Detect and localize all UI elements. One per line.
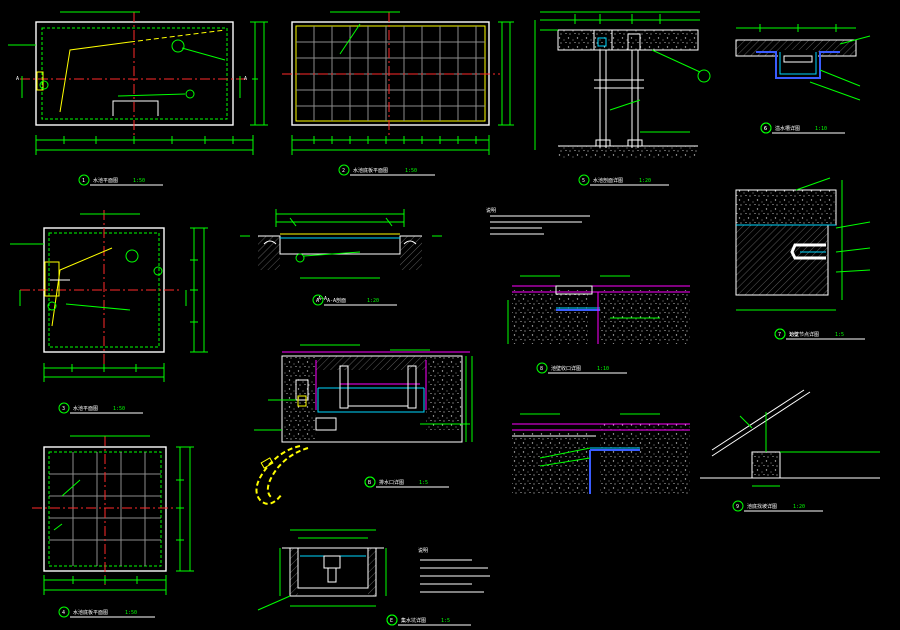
detail-callout-circle [78,174,90,186]
detail-4-dimensions [43,446,194,595]
detail-5-section [534,11,711,158]
detail-title-dAA: A A-A剖面 1:20 [312,294,397,306]
detail-title-text: 水池平面图 [93,177,118,184]
detail-number: 9 [736,504,739,510]
detail-titles: 1 水池平面图 1:50 2 水池底板平面图 1:50 3 水池平面图 1:50 4 水池底板平面图… [58,122,865,626]
detail-title-d3: 3 水池平面图 1:50 [58,402,143,414]
detail-callout-circle [732,500,744,512]
detail-number: 3 [62,406,65,412]
detail-1-dimensions [35,11,268,155]
detail-number: 8 [540,366,543,372]
detail-title-text: 水池平面图 [73,405,98,412]
detail-2-dimensions [291,21,514,155]
detail-9-slope [700,389,880,487]
detail-4-grid-plan [32,435,194,595]
svg-text:说明: 说明 [418,547,428,554]
detail-scale: 1:5 [441,618,450,624]
svg-text:6: 6 [764,126,767,132]
detail-title-text: 水池底板平面图 [73,609,108,616]
svg-text:1:5: 1:5 [789,332,798,338]
detail-title-d1: 1 水池平面图 1:50 [78,174,163,186]
svg-text:A: A [244,76,247,82]
detail-3-dimensions [43,213,208,382]
detail-callout-circle [578,174,590,186]
detail-3-plan [10,210,208,382]
notes-top: 说明 [486,207,590,235]
detail-8-lower [512,413,690,496]
detail-number: E [390,618,393,624]
detail-2-grid-plan [282,11,514,155]
detail-scale: 1:5 [835,332,844,338]
detail-title-d5: 5 水池剖面详图 1:20 [578,174,669,186]
detail-title-d8: 8 池壁收口详图 1:10 [536,362,627,374]
detail-AA-section: A–A [240,209,442,302]
detail-title-text: 水池剖面详图 [593,177,623,184]
detail-title-text: 溢水槽详图 [775,125,800,132]
detail-number: 2 [342,168,345,174]
detail-E-sump-section [257,529,398,626]
detail-title-text: 水池底板平面图 [353,167,388,174]
detail-title-text: 池壁收口详图 [551,365,581,372]
detail-scale: 1:50 [125,610,137,616]
detail-callout-circle [760,122,772,134]
detail-scale: 1:10 [815,126,827,132]
detail-scale: 1:10 [597,366,609,372]
detail-scale: 1:50 [113,406,125,412]
detail-title-text: 排水口详图 [379,479,404,486]
detail-8-wall-cap [507,275,690,344]
detail-title-dE: E 集水坑详图 1:5 [386,614,471,626]
detail-number: 1 [82,178,85,184]
notes-bottom: 说明 [418,547,490,593]
detail-scale: 1:5 [419,480,428,486]
detail-callout-circle [364,476,376,488]
detail-title-text: 集水坑详图 [401,617,426,624]
detail-number: 5 [582,178,585,184]
svg-text:A: A [16,76,19,82]
detail-title-text: 池底找坡详图 [747,503,777,510]
detail-scale: 1:20 [793,504,805,510]
detail-number: B [368,480,371,486]
detail-number: 4 [62,610,65,616]
detail-scale: 1:50 [133,178,145,184]
detail-scale: 1:20 [367,298,379,304]
detail-scale: 1:20 [639,178,651,184]
detail-callout-circle [774,328,786,340]
detail-callout-circle [58,402,70,414]
detail-number: 6 [764,126,767,132]
detail-title-dB: B 排水口详图 1:5 [364,476,449,488]
detail-6-overflow-channel [735,24,871,101]
detail-7-wall-node: 1:5 [735,177,871,340]
detail-title-text: A-A剖面 [327,297,346,304]
detail-callout-circle [338,164,350,176]
detail-B-drain-section [254,344,473,505]
detail-callout-circle [536,362,548,374]
detail-title-d4: 4 水池底板平面图 1:50 [58,606,155,618]
detail-title-d9: 9 池底找坡详图 1:20 [732,500,823,512]
detail-title-d6: 6 溢水槽详图 1:10 [760,122,845,134]
detail-number: 7 [778,332,781,338]
detail-title-text: 池壁节点详图 [789,331,819,338]
detail-number: A [316,298,319,304]
detail-title-d2: 2 水池底板平面图 1:50 [338,164,435,176]
detail-callout-circle [312,294,324,306]
detail-scale: 1:50 [405,168,417,174]
detail-callout-circle [58,606,70,618]
svg-text:说明: 说明 [486,207,496,214]
detail-callout-circle [386,614,398,626]
